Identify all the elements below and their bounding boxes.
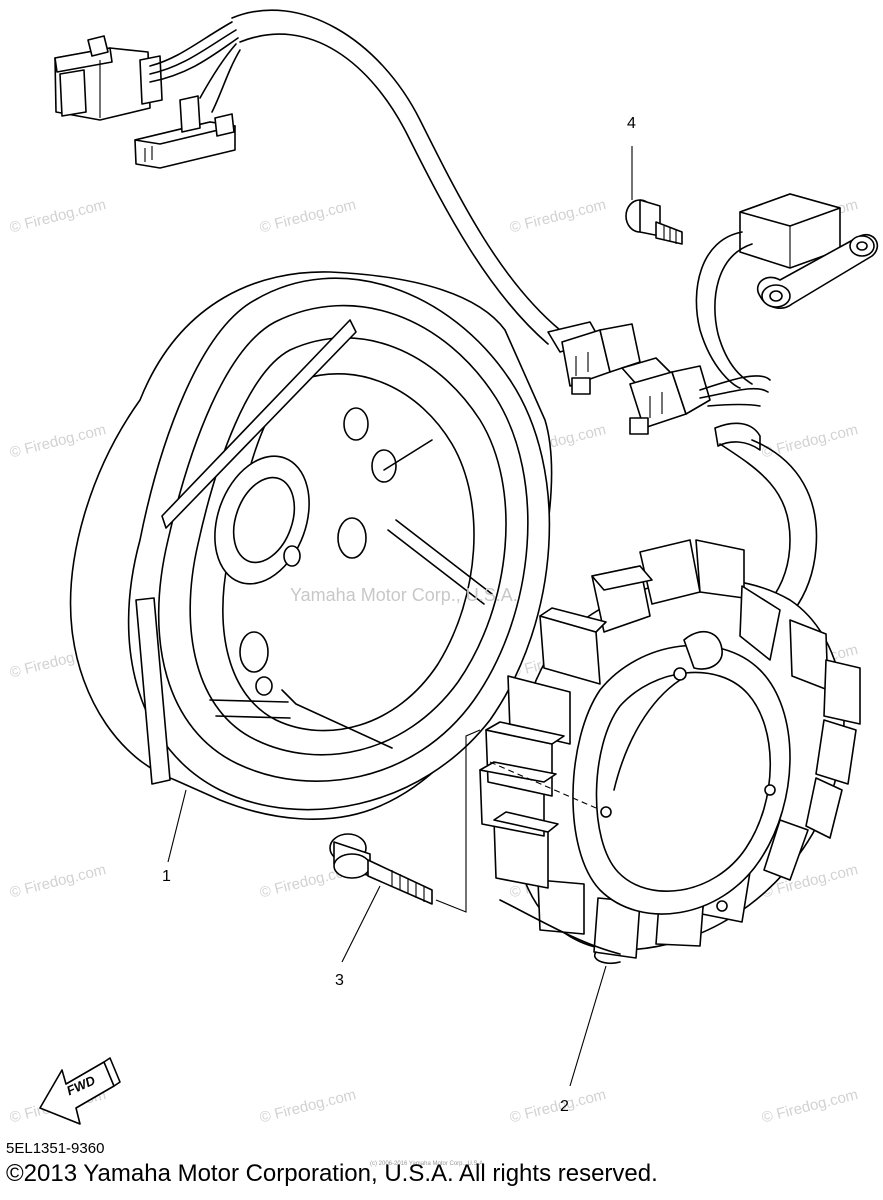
screw-item-4	[625, 199, 683, 245]
stator	[479, 539, 861, 965]
coupler-left	[547, 321, 641, 395]
callout-1: 1	[162, 868, 171, 885]
pickup-coil	[739, 193, 878, 309]
callout-2: 2	[560, 1098, 569, 1115]
callout-4: 4	[627, 115, 636, 132]
flywheel-rotor	[69, 271, 553, 820]
assembly-line	[435, 729, 481, 913]
bolt-item-3	[329, 833, 433, 905]
top-connector-housing	[54, 35, 163, 121]
center-watermark: Yamaha Motor Corp., U.S.A.	[290, 585, 518, 605]
fwd-arrow-icon	[39, 1057, 121, 1125]
tiny-note: (c) 2006-2016 Yamaha Motor Corp., U.S.A.	[370, 1161, 485, 1167]
leader-1	[167, 789, 187, 863]
callout-3: 3	[335, 972, 344, 989]
coupler-right	[621, 357, 711, 435]
small-connector-plug	[134, 95, 236, 169]
copyright-text: ©2013 Yamaha Motor Corporation, U.S.A. A…	[6, 1160, 658, 1187]
leader-2	[569, 965, 607, 1087]
part-code: 5EL1351-9360	[6, 1140, 105, 1157]
leader-3	[341, 885, 381, 963]
